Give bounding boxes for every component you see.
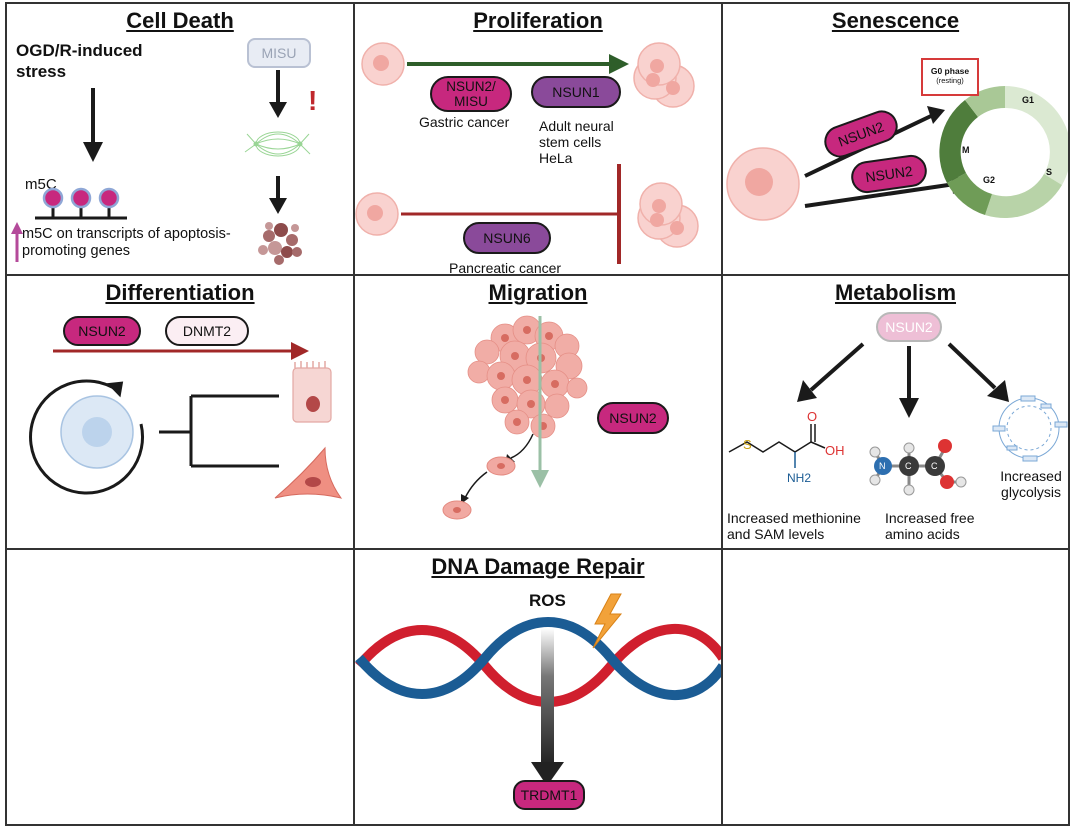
resting-label: (resting) — [936, 76, 964, 85]
dna-repair-graphics — [355, 593, 721, 786]
atom-s: S — [743, 437, 752, 452]
cell-death-graphics — [11, 70, 311, 265]
arrow-head — [83, 142, 103, 162]
nsun2-pill: NSUN2 — [63, 316, 141, 346]
gastric-label: Gastric cancer — [419, 114, 510, 130]
cell-icon — [361, 42, 405, 86]
m5c-mark — [98, 187, 120, 209]
arrow-to-g2 — [804, 182, 956, 208]
panel-title: Cell Death — [126, 8, 234, 33]
migrating-cell-icon — [442, 500, 472, 520]
methionine-caption: Increased methionine and SAM levels — [727, 510, 861, 542]
panel-title: Senescence — [831, 8, 960, 33]
methionine-structure — [728, 424, 826, 468]
ros-label: ROS — [529, 591, 566, 610]
epithelial-cell-icon — [292, 361, 332, 423]
cell-cluster-icon — [637, 182, 699, 248]
panel-title: Differentiation — [105, 280, 255, 305]
fibroblast-cell-icon — [274, 446, 343, 499]
neural-label: Adult neural stem cells HeLa — [539, 118, 614, 166]
amino-acid-model — [869, 439, 967, 496]
panel-dna-repair: DNA Damage Repair ROS TRDMT1 — [353, 548, 723, 826]
krebs-cycle-icon — [992, 395, 1068, 462]
dnmt2-pill: DNMT2 — [165, 316, 249, 346]
g2-label: G2 — [983, 175, 996, 185]
migrating-cell-icon — [486, 456, 516, 476]
arrow-head — [927, 106, 945, 124]
nsun1-pill: NSUN1 — [531, 76, 621, 108]
stress-label: OGD/R-induced stress — [16, 41, 143, 81]
panel-title: Migration — [488, 280, 588, 305]
panel-differentiation: Differentiation NSUN2 DNMT2 — [5, 274, 355, 550]
s-label: S — [1046, 167, 1053, 177]
atom-c: C — [905, 461, 912, 471]
arrow-head — [269, 198, 287, 214]
cell-icon — [726, 147, 800, 221]
glycolysis-caption: Increased glycolysis — [1000, 468, 1062, 500]
misu-pill: MISU — [247, 38, 311, 68]
atom-nh2: NH2 — [787, 471, 812, 485]
self-renewal-arrow — [29, 379, 145, 495]
arrow-head — [291, 342, 309, 360]
lightning-icon — [592, 593, 623, 649]
transcripts-label: m5C on transcripts of apoptosis-promotin… — [22, 226, 231, 259]
panel-migration: Migration NSUN2 — [353, 274, 723, 550]
nsun2-pill: NSUN2 — [597, 402, 669, 434]
panel-title: Proliferation — [473, 8, 603, 33]
g0-label: G0 phase — [930, 66, 970, 76]
metabolism-graphics — [728, 342, 1068, 496]
atom-o: O — [807, 409, 818, 424]
arrow-head — [531, 470, 549, 488]
dna-strand-blue — [355, 617, 721, 701]
cell-cycle-icon — [939, 86, 1068, 219]
panel-empty-left — [5, 548, 355, 826]
atom-oh: OH — [825, 443, 845, 458]
cell-cluster-icon — [633, 42, 695, 108]
proliferation-graphics — [355, 42, 699, 264]
g1-label: G1 — [1022, 95, 1035, 105]
apoptotic-cell-icon — [258, 222, 302, 265]
g0-phase-box: G0 phase (resting) — [921, 58, 979, 96]
arrow-head — [609, 54, 629, 74]
nsun2-pill: NSUN2 — [876, 312, 942, 342]
alert-mark: ! — [308, 85, 318, 116]
panel-title: DNA Damage Repair — [431, 554, 645, 579]
ros-arrow-shaft — [541, 628, 554, 766]
nsun2-misu-pill: NSUN2/ MISU — [430, 76, 512, 112]
panel-proliferation: Proliferation NSUN2/ MISU NSUN1 Gastric … — [353, 2, 723, 276]
arrow-head — [797, 380, 817, 402]
pancreatic-label: Pancreatic cancer — [449, 260, 562, 276]
cell-icon — [355, 192, 399, 236]
trdmt1-pill: TRDMT1 — [513, 780, 585, 810]
arrow-head — [899, 398, 919, 418]
migration-graphics — [442, 315, 588, 520]
panel-empty-right — [721, 548, 1070, 826]
panel-metabolism: Metabolism NSUN2 — [721, 274, 1070, 550]
arrow-head — [106, 381, 124, 398]
arrow-head — [269, 102, 287, 118]
arrow-head — [531, 762, 564, 786]
amino-caption: Increased free amino acids — [885, 510, 975, 542]
atom-n: N — [879, 461, 886, 471]
panel-title: Metabolism — [834, 280, 957, 305]
spindle-icon — [244, 131, 311, 157]
m-label: M — [962, 145, 970, 155]
panel-senescence: Senescence G1 S G2 M G0 phase (resting) … — [721, 2, 1070, 276]
senescence-graphics — [726, 86, 1068, 221]
panel-cell-death: Cell Death OGD/R-induced stress MISU ! m… — [5, 2, 355, 276]
atom-c: C — [931, 461, 938, 471]
m5c-mark — [42, 187, 64, 209]
nsun6-pill: NSUN6 — [463, 222, 551, 254]
arrow-head — [987, 380, 1009, 402]
stem-cell-icon — [60, 395, 134, 469]
m5c-mark — [70, 187, 92, 209]
differentiation-graphics — [29, 342, 343, 499]
